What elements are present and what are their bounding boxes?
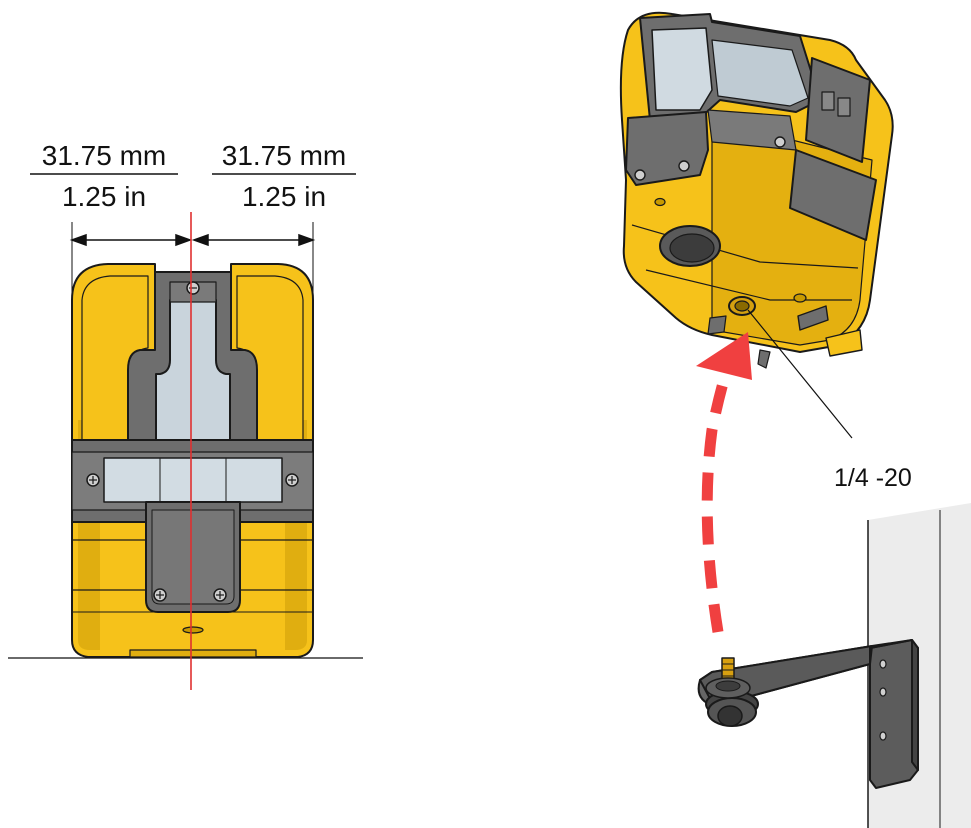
- laser-level-front-body: [71, 263, 314, 658]
- thread-label: 1/4 -20: [834, 464, 912, 492]
- dim-right-imperial: 1.25 in: [242, 181, 326, 212]
- dim-right-metric: 31.75 mm: [222, 140, 347, 171]
- mounting-arrow: [696, 332, 752, 633]
- dimension-arrow-right: [191, 233, 316, 247]
- dim-left-imperial: 1.25 in: [62, 181, 146, 212]
- dim-left-metric: 31.75 mm: [42, 140, 167, 171]
- dimension-arrow-left: [69, 233, 193, 247]
- thread-leader-line: [747, 309, 853, 439]
- front-view: 31.75 mm 1.25 in 31.75 mm 1.25 in: [8, 140, 363, 690]
- wall-mount-bracket: [697, 639, 919, 789]
- laser-level-bottom-view: [619, 11, 894, 369]
- thread-mount-hole: [728, 296, 756, 316]
